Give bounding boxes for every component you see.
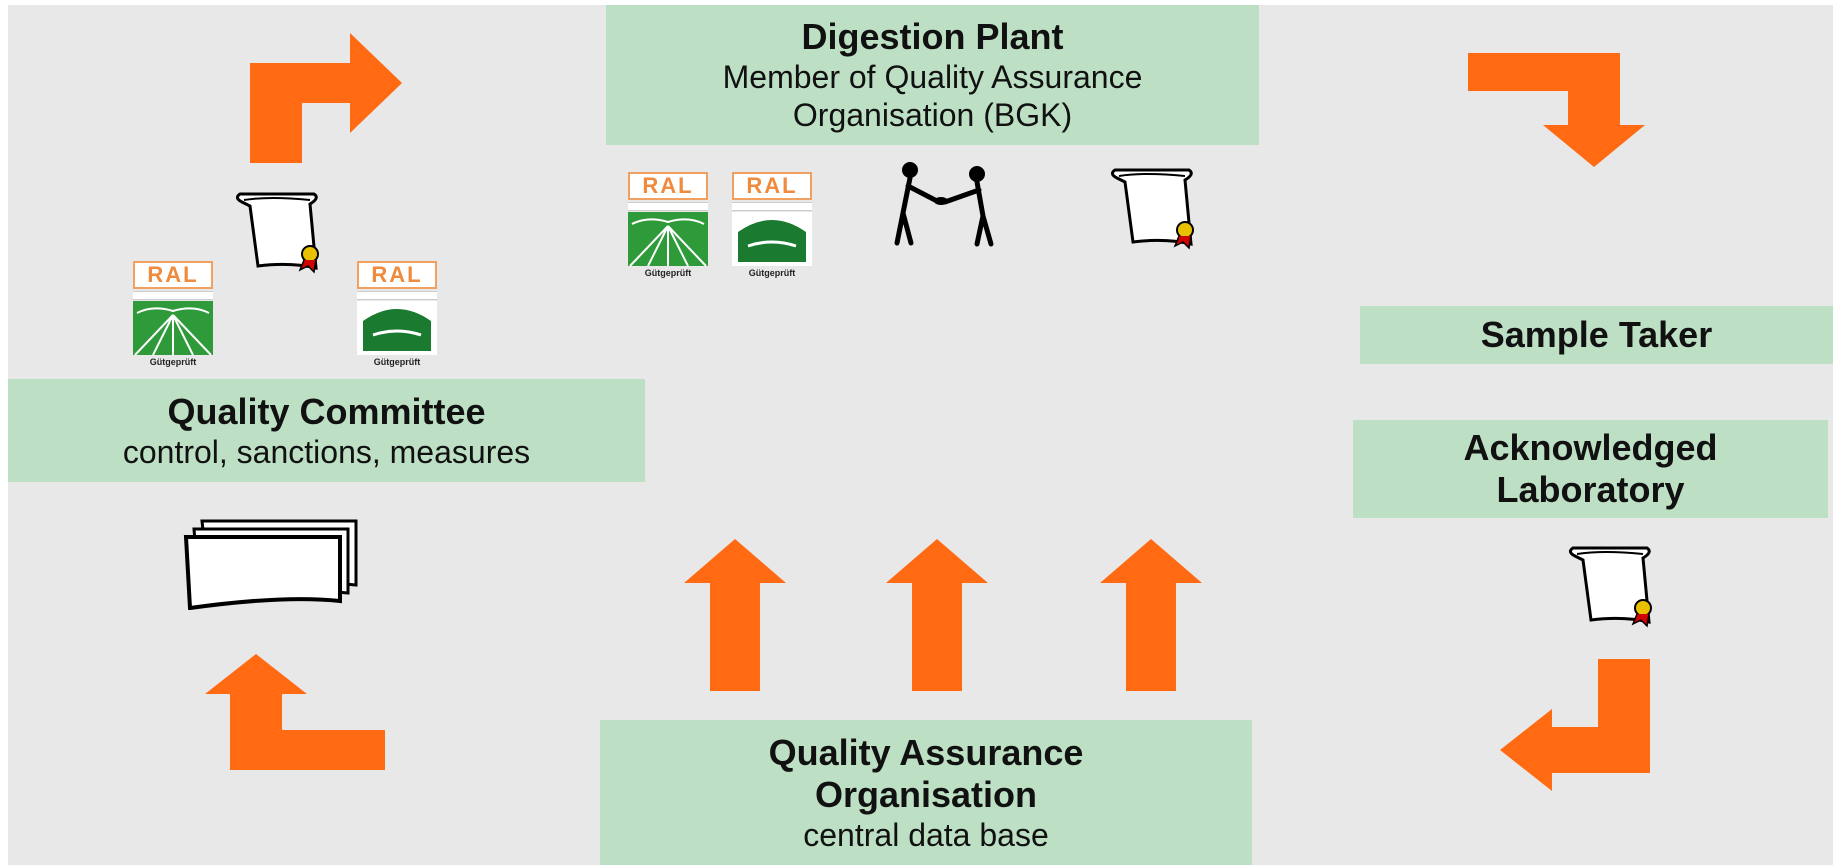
certificate-scroll-icon <box>1110 168 1194 250</box>
handshake-icon <box>894 162 994 247</box>
bottom-left-bent-arrow-icon <box>205 654 385 770</box>
digestion-plant-title: Digestion Plant <box>801 16 1064 57</box>
certificate-scroll-icon <box>1568 546 1652 628</box>
ral-caption: Gütgeprüft <box>373 357 421 367</box>
acknowledged-laboratory-box: Acknowledged Laboratory <box>1353 420 1828 518</box>
ral-label: RAL <box>357 261 437 289</box>
field-rows-icon <box>133 301 213 355</box>
dome-seal-icon <box>357 301 437 355</box>
digestion-plant-subtitle-2: Organisation (BGK) <box>792 97 1073 133</box>
ral-quality-seal-icon: RAL Gütgeprüft <box>357 261 437 369</box>
up-arrow-right-icon <box>1100 539 1202 691</box>
sample-taker-box: Sample Taker <box>1360 306 1833 364</box>
up-arrow-middle-icon <box>886 539 988 691</box>
ral-label: RAL <box>732 172 812 200</box>
ral-quality-seal-icon: RAL Gütgeprüft <box>732 172 812 280</box>
ral-caption: Gütgeprüft <box>149 357 197 367</box>
document-stack-icon <box>183 519 358 610</box>
up-arrow-left-icon <box>684 539 786 691</box>
digestion-plant-subtitle-1: Member of Quality Assurance <box>722 59 1143 95</box>
bottom-right-bent-arrow-icon <box>1500 659 1650 791</box>
dome-seal-icon <box>732 212 812 266</box>
ral-label: RAL <box>628 172 708 200</box>
qa-organisation-title-2: Organisation <box>814 773 1038 815</box>
quality-committee-subtitle: control, sanctions, measures <box>122 433 531 470</box>
laboratory-title-2: Laboratory <box>1496 469 1685 510</box>
top-right-bent-arrow-icon <box>1468 53 1645 167</box>
ral-caption: Gütgeprüft <box>644 268 692 278</box>
sample-taker-title: Sample Taker <box>1480 314 1713 355</box>
ral-caption: Gütgeprüft <box>748 268 796 278</box>
ral-quality-seal-icon: RAL Gütgeprüft <box>133 261 213 369</box>
digestion-plant-box: Digestion Plant Member of Quality Assura… <box>606 5 1259 145</box>
field-rows-icon <box>628 212 708 266</box>
qa-organisation-subtitle: central data base <box>803 816 1049 853</box>
qa-organisation-title-1: Quality Assurance <box>768 731 1084 773</box>
qa-organisation-box: Quality Assurance Organisation central d… <box>600 720 1252 865</box>
laboratory-title-1: Acknowledged <box>1463 427 1718 468</box>
top-left-bent-arrow-icon <box>250 33 402 163</box>
quality-committee-box: Quality Committee control, sanctions, me… <box>8 379 645 482</box>
ral-quality-seal-icon: RAL Gütgeprüft <box>628 172 708 280</box>
quality-committee-title: Quality Committee <box>167 390 486 432</box>
ral-label: RAL <box>133 261 213 289</box>
certificate-scroll-icon <box>235 192 319 274</box>
